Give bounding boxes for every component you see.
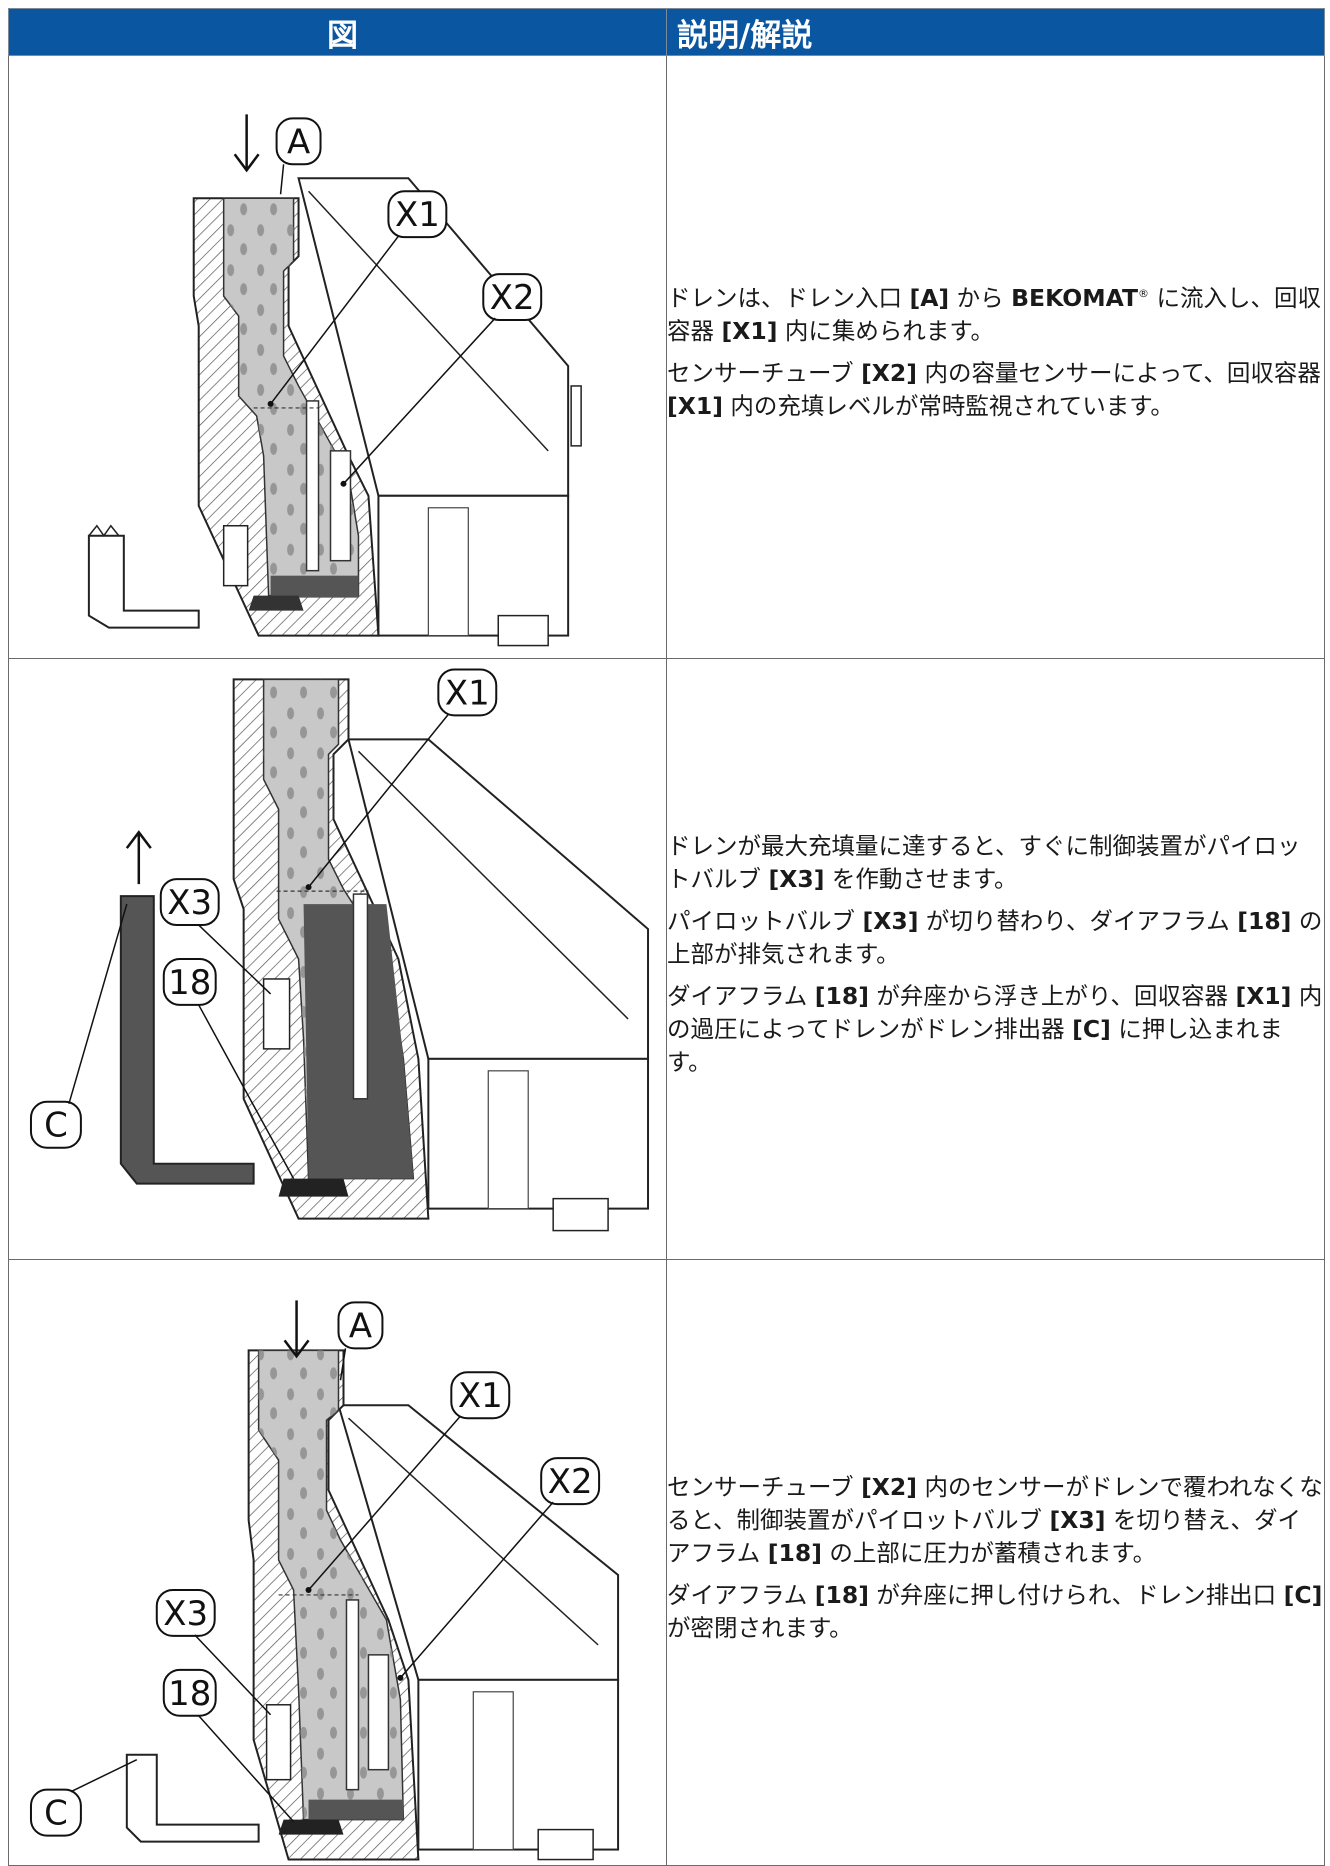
label-c: C	[29, 903, 128, 1149]
sensor-tube	[278, 1594, 390, 1791]
label-x1: X1	[305, 1371, 511, 1593]
bekomat-diagram-inflow: A X1 X2	[87, 114, 582, 647]
label-x1: X1	[267, 190, 448, 407]
paragraph: ダイアフラム [18] が弁座から浮き上がり、回収容器 [X1] 内の過圧によっ…	[667, 982, 1323, 1076]
sensor-tube	[253, 400, 352, 572]
paragraph: ドレンは、ドレン入口 [A] から BEKOMAT® に流入し、回収容器 [X1…	[667, 284, 1321, 345]
label-18: 18	[162, 1668, 295, 1823]
label-18: 18	[162, 958, 295, 1180]
pilot-valve	[222, 524, 304, 611]
housing	[347, 738, 650, 1232]
label-x2: X2	[340, 273, 543, 487]
svg-text:X1: X1	[445, 673, 490, 713]
svg-text:X2: X2	[490, 278, 535, 318]
svg-text:18: 18	[168, 1674, 211, 1714]
svg-text:18: 18	[168, 963, 211, 1003]
svg-text:A: A	[349, 1306, 372, 1346]
figure-cell-1: A X1 X2	[8, 55, 667, 659]
table-row: A X1 X2	[8, 55, 1325, 659]
outlet-pipe	[125, 1753, 260, 1843]
collecting-container	[257, 1349, 405, 1821]
bekomat-diagram-closing: A X1 X2	[29, 1300, 620, 1861]
table-header-row: 図 説明/解説	[8, 8, 1325, 56]
outlet-pipe	[87, 524, 200, 629]
paragraph: パイロットバルブ [X3] が切り替わり、ダイアフラム [18] の上部が排気さ…	[667, 907, 1323, 968]
paragraph: センサーチューブ [X2] 内の容量センサーによって、回収容器 [X1] 内の充…	[667, 359, 1321, 420]
label-c: C	[29, 1759, 138, 1837]
description-cell-1: ドレンは、ドレン入口 [A] から BEKOMAT® に流入し、回収容器 [X1…	[666, 55, 1325, 659]
label-x2: X2	[397, 1457, 601, 1681]
header-description: 説明/解説	[666, 8, 1325, 56]
pilot-valve	[265, 1704, 344, 1835]
label-x3: X3	[159, 878, 272, 995]
collecting-container	[262, 678, 415, 1180]
svg-text:X1: X1	[458, 1376, 503, 1416]
sensor-tube	[276, 890, 369, 1100]
label-x3: X3	[155, 1588, 272, 1716]
collecting-container	[222, 197, 360, 598]
label-a: A	[275, 117, 322, 195]
paragraph: センサーチューブ [X2] 内のセンサーがドレンで覆われなくなると、制御装置がパ…	[667, 1473, 1323, 1567]
table-row: A X1 X2	[8, 1259, 1325, 1866]
svg-text:X1: X1	[395, 195, 440, 235]
svg-text:C: C	[44, 1794, 68, 1834]
paragraph: ドレンが最大充填量に達すると、すぐに制御装置がパイロットバルブ [X3] を作動…	[667, 832, 1301, 893]
header-figure: 図	[8, 8, 667, 56]
function-table: 図 説明/解説	[8, 8, 1325, 1866]
label-x1: X1	[305, 668, 498, 891]
figure-cell-3: A X1 X2	[8, 1259, 667, 1866]
table-row: X1 X3 18	[8, 658, 1325, 1260]
figure-cell-2: X1 X3 18	[8, 658, 667, 1260]
svg-text:X2: X2	[548, 1462, 593, 1502]
svg-text:A: A	[287, 122, 310, 162]
svg-text:C: C	[44, 1106, 68, 1146]
housing	[337, 1404, 620, 1861]
bekomat-diagram-discharge: X1 X3 18	[29, 668, 650, 1232]
svg-text:X3: X3	[167, 883, 212, 923]
description-cell-2: ドレンが最大充填量に達すると、すぐに制御装置がパイロットバルブ [X3] を作動…	[666, 658, 1325, 1260]
paragraph: ダイアフラム [18] が弁座に押し付けられ、ドレン排出口 [C] が密閉されま…	[667, 1581, 1323, 1642]
label-a: A	[337, 1301, 384, 1381]
housing	[297, 177, 582, 647]
svg-text:X3: X3	[163, 1594, 208, 1634]
description-cell-3: センサーチューブ [X2] 内のセンサーがドレンで覆われなくなると、制御装置がパ…	[666, 1259, 1325, 1866]
outlet-pipe	[119, 895, 255, 1185]
